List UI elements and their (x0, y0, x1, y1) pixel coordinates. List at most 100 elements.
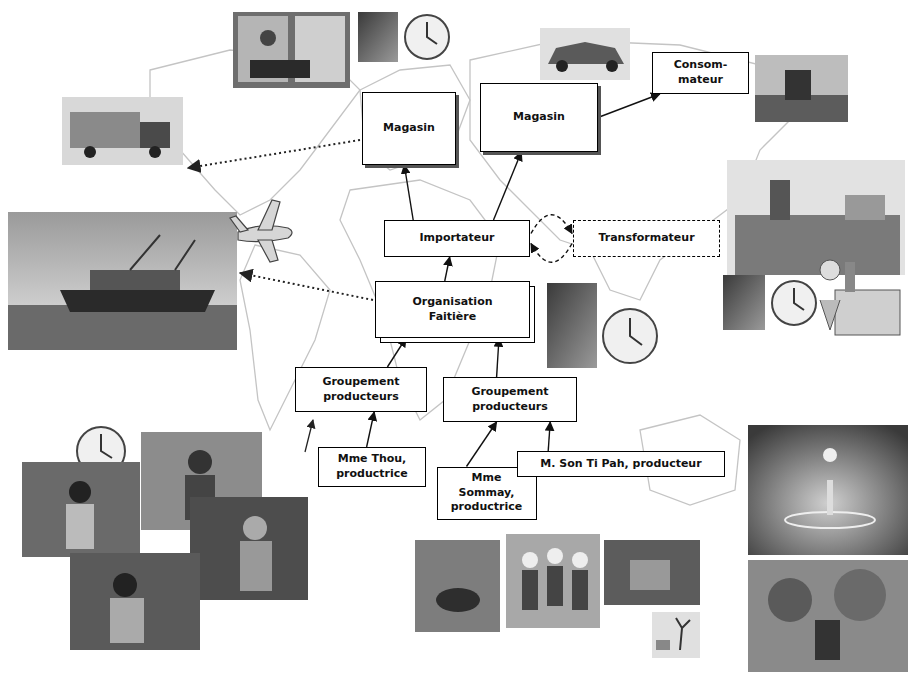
node-label: Groupement producteurs (306, 375, 416, 405)
node-label: Organisation Faitière (403, 295, 503, 325)
car-photo (540, 28, 630, 80)
book-icon (547, 283, 597, 368)
flow-arrow (531, 215, 572, 234)
farm-photo (415, 540, 500, 632)
clock-icon (772, 281, 816, 325)
importer-box: Importateur (384, 220, 530, 257)
farm-photo (436, 588, 480, 612)
water-drop-photo (823, 448, 837, 462)
bookstore-photo (250, 60, 310, 78)
clock-icon (603, 309, 657, 363)
flow-arrow (494, 152, 522, 220)
input-arrow (305, 420, 313, 452)
node-label: Mme Thou, productrice (325, 452, 420, 482)
node-label: Magasin (513, 110, 565, 125)
drought-icon (652, 612, 700, 658)
farm-photo (506, 534, 600, 628)
truck-photo (70, 112, 140, 148)
flow-arrow (445, 257, 450, 281)
world-map (360, 65, 470, 170)
farm-photo (506, 534, 600, 628)
farm-photo (630, 560, 670, 590)
flow-arrow (387, 338, 406, 367)
clock-icon (630, 318, 642, 345)
node-label: Transformateur (598, 231, 694, 246)
people-photo (22, 462, 140, 557)
node-label: Groupement producteurs (455, 385, 565, 415)
clock-icon (405, 15, 449, 59)
clock-icon (427, 22, 437, 44)
node-label: Magasin (383, 121, 435, 136)
plantation-photo (748, 560, 908, 672)
flow-arrow (531, 244, 572, 263)
book-icon (547, 283, 597, 368)
people-photo (190, 497, 308, 600)
shipping-arrow (188, 140, 373, 300)
node-label: Consom- mateur (661, 58, 741, 88)
factory-photo (727, 160, 905, 275)
flow-arrow (548, 422, 550, 451)
input-arrow (305, 420, 313, 452)
clock-icon (772, 281, 816, 325)
truck-photo (84, 146, 96, 158)
flow-arrow (598, 94, 660, 118)
airplane-icon (258, 200, 280, 230)
drought-icon (652, 612, 700, 658)
farm-photo (572, 552, 588, 568)
flow-arrow (497, 338, 499, 377)
flow-arrow (387, 338, 406, 367)
clock-icon (405, 15, 449, 59)
flow-arrow (548, 422, 550, 451)
people-photo (70, 553, 200, 650)
ship-photo (90, 270, 180, 290)
book-icon (723, 275, 765, 330)
shipping-arrow (188, 140, 360, 168)
farm-photo (604, 540, 700, 605)
plantation-photo (748, 560, 908, 672)
producer-box: M. Son Ti Pah, producteur (517, 451, 725, 477)
drought-icon (676, 618, 690, 650)
book-icon (358, 12, 398, 62)
people-photo (243, 516, 267, 540)
flow-arrow (367, 412, 375, 447)
factory-cartoon (845, 262, 855, 292)
airplane-icon (230, 200, 292, 262)
flow-arrow (404, 165, 413, 220)
factory-photo (735, 215, 900, 275)
farm-photo (547, 548, 563, 564)
people-photo (22, 462, 140, 557)
factory-photo (727, 160, 905, 275)
people-photo (66, 504, 94, 549)
clock-icon (794, 288, 804, 310)
recycle-photo (785, 70, 811, 100)
people-photo (113, 573, 137, 597)
producer-group-box: Groupement producteurs (443, 377, 577, 422)
node-label: M. Son Ti Pah, producteur (540, 457, 701, 472)
plantation-photo (834, 569, 886, 621)
bookstore-photo (260, 30, 276, 46)
flow-arrow (467, 422, 497, 467)
bookstore-photo (233, 12, 350, 88)
recycle-photo (755, 55, 848, 122)
consumer-box: Consom- mateur (652, 52, 749, 94)
people-photo (240, 541, 272, 591)
drought-icon (656, 640, 670, 650)
flow-arrow (445, 257, 450, 281)
book-icon (358, 12, 398, 62)
car-photo (556, 60, 568, 72)
farm-photo (415, 540, 500, 632)
airplane-icon (230, 216, 248, 232)
plantation-photo (768, 578, 812, 622)
flow-arrow (494, 152, 522, 220)
shipping-arrow (240, 273, 373, 300)
people-photo (188, 450, 212, 474)
clock-icon (101, 434, 112, 458)
bookstore-photo (233, 12, 350, 88)
truck-photo (149, 146, 161, 158)
water-drop-photo (748, 425, 908, 555)
factory-cartoon (835, 290, 900, 335)
ship-photo (130, 235, 195, 270)
